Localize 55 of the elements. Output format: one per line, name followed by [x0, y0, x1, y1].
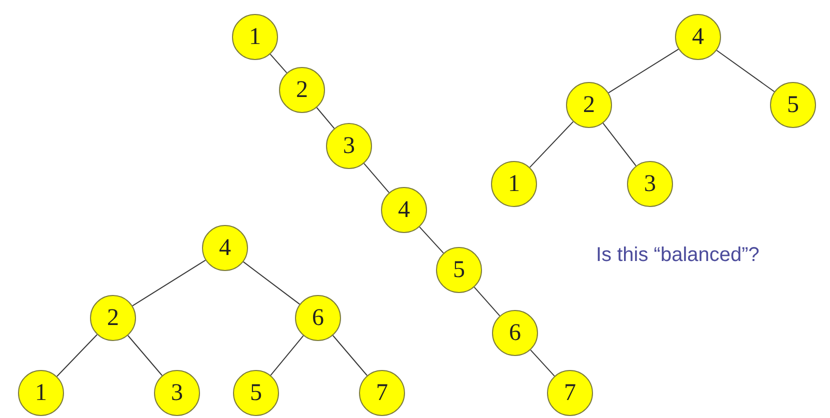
- tree-edge: [132, 260, 206, 306]
- node-number: 6: [509, 321, 521, 345]
- tree-node-circle: [232, 14, 278, 60]
- node-number: 4: [398, 198, 410, 222]
- node-number: 5: [453, 258, 465, 282]
- node-number: 3: [171, 381, 183, 405]
- tree-node-circle: [90, 295, 136, 341]
- tree-node-circle: [233, 370, 279, 416]
- node-number: 1: [508, 172, 520, 196]
- tree-node-circle: [770, 82, 816, 128]
- tree-node-circle: [381, 187, 427, 233]
- tree-edge: [602, 122, 636, 166]
- tree-edge: [242, 261, 300, 305]
- tree-edge: [332, 335, 368, 376]
- tree-node-circle: [547, 370, 593, 416]
- node-number: 1: [35, 381, 47, 405]
- node-number: 4: [692, 25, 704, 49]
- tree-node-circle: [436, 247, 482, 293]
- tree-edge: [608, 48, 679, 94]
- tree-node-circle: [491, 161, 537, 207]
- tree-edge: [56, 334, 98, 377]
- tree-node-circle: [675, 14, 721, 60]
- question-text: Is this “balanced”?: [596, 244, 760, 267]
- tree-node-circle: [566, 82, 612, 128]
- node-number: 7: [376, 381, 388, 405]
- tree-node-circle: [18, 370, 64, 416]
- tree-node-circle: [279, 67, 325, 113]
- tree-node-circle: [154, 370, 200, 416]
- tree-node-circle: [359, 370, 405, 416]
- tree-edge: [716, 50, 775, 92]
- node-number: 2: [296, 78, 308, 102]
- tree-edge: [316, 107, 335, 129]
- node-number: 3: [343, 134, 355, 158]
- tree-edge: [270, 54, 288, 74]
- node-number: 5: [787, 93, 799, 117]
- node-number: 7: [564, 381, 576, 405]
- tree-edge: [419, 226, 444, 254]
- node-number: 1: [249, 25, 261, 49]
- tree-node-circle: [202, 225, 248, 271]
- tree-node-circle: [326, 123, 372, 169]
- tree-node-circle: [492, 310, 538, 356]
- node-number: 2: [107, 306, 119, 330]
- tree-edge: [127, 335, 163, 376]
- node-number: 2: [583, 93, 595, 117]
- node-number: 5: [250, 381, 262, 405]
- tree-node-circle: [627, 161, 673, 207]
- tree-edge: [270, 335, 304, 376]
- node-number: 4: [219, 236, 231, 260]
- node-number: 3: [644, 172, 656, 196]
- tree-edge: [530, 349, 555, 377]
- tree-node-circle: [295, 295, 341, 341]
- tree-edge: [364, 162, 390, 194]
- node-number: 6: [312, 306, 324, 330]
- tree-edge: [474, 286, 500, 316]
- tree-edge: [529, 121, 574, 168]
